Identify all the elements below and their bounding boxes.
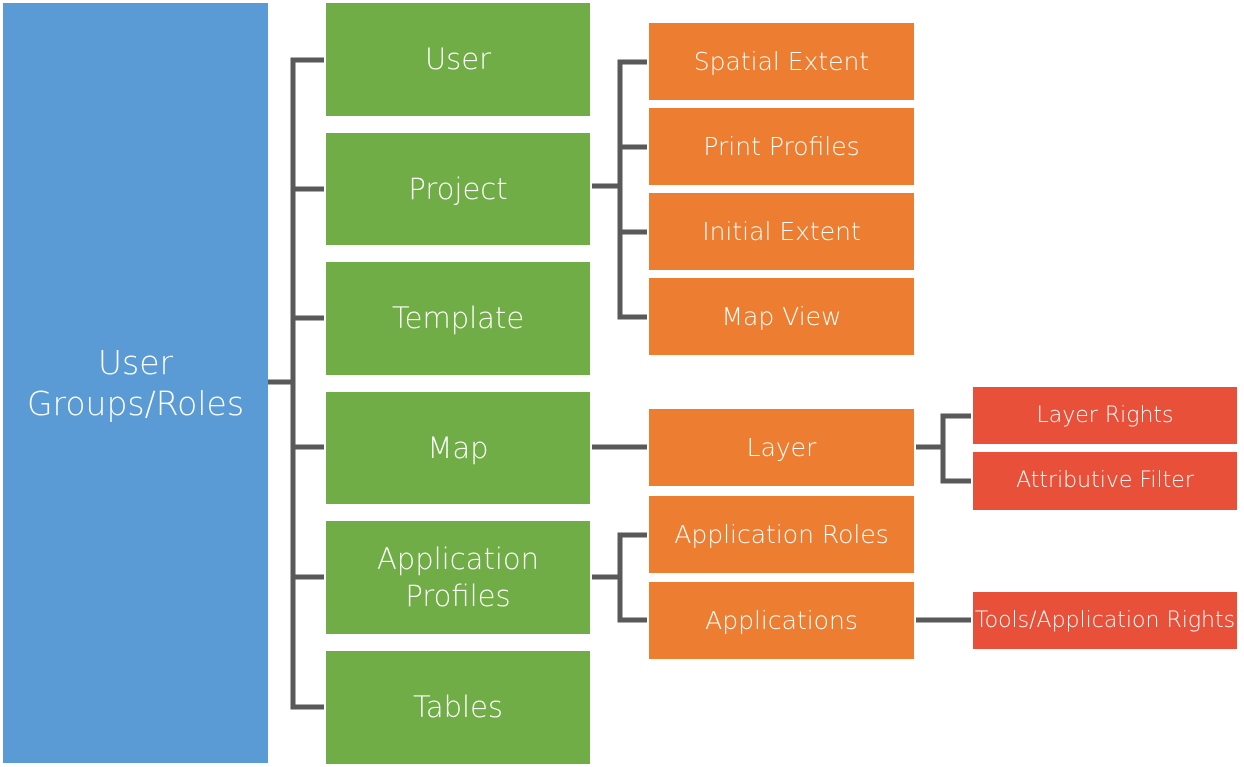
layer-bracket (940, 413, 971, 484)
node-user: User (326, 3, 590, 116)
node-map-view: Map View (649, 278, 914, 355)
level1-bracket (290, 57, 324, 710)
node-initial-extent: Initial Extent (649, 193, 914, 270)
node-layer-rights: Layer Rights (973, 387, 1237, 444)
project-bracket (617, 59, 647, 320)
node-layer: Layer (649, 409, 914, 486)
node-tables: Tables (326, 651, 590, 764)
node-project: Project (326, 133, 590, 245)
node-template: Template (326, 262, 590, 375)
node-attributive-filter: Attributive Filter (973, 452, 1237, 510)
node-tools-application-rights: Tools/Application Rights (973, 592, 1237, 649)
application-profiles-bracket (617, 532, 647, 623)
node-map: Map (326, 392, 590, 504)
node-application-roles: Application Roles (649, 496, 914, 573)
node-application-profiles: Application Profiles (326, 521, 590, 634)
root-node: User Groups/Roles (3, 3, 268, 763)
node-print-profiles: Print Profiles (649, 108, 914, 185)
node-spatial-extent: Spatial Extent (649, 23, 914, 100)
node-applications: Applications (649, 582, 914, 659)
